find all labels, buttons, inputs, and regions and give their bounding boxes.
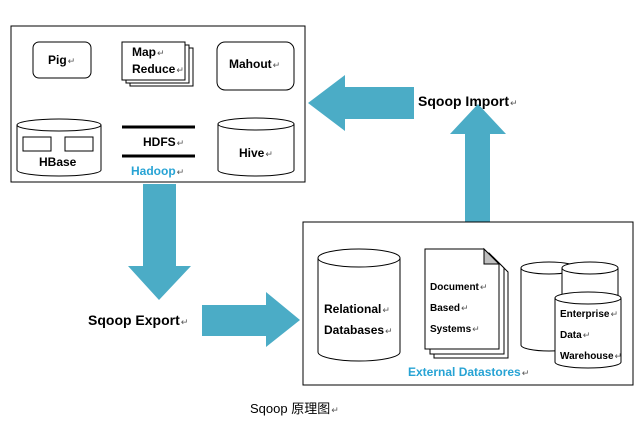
import-arrow-up xyxy=(450,104,506,222)
document-line2: Based xyxy=(430,303,461,314)
hdfs-label-text: HDFS xyxy=(143,135,176,149)
document-label: Document↵ Based↵ Systems↵ xyxy=(430,277,487,340)
mahout-label-text: Mahout xyxy=(229,57,272,71)
import-arrow-left xyxy=(308,75,414,131)
sqoop-export-label: Sqoop Export↵ xyxy=(88,312,188,328)
return-mark: ↵ xyxy=(614,351,623,361)
pig-box xyxy=(32,41,92,79)
warehouse-cylinder-back-right-top xyxy=(561,261,619,275)
return-mark: ↵ xyxy=(582,330,591,340)
sqoop-import-label: Sqoop Import↵ xyxy=(418,93,518,109)
warehouse-cylinder-front-top xyxy=(554,291,622,305)
warehouse-cylinder-front xyxy=(554,298,622,369)
enterprise-line1: Enterprise xyxy=(560,309,610,320)
mapreduce-line1: Map xyxy=(132,45,156,59)
return-mark: ↵ xyxy=(176,167,185,177)
hadoop-title-text: Hadoop xyxy=(131,164,176,178)
sqoop-export-text: Sqoop Export xyxy=(88,312,180,328)
mapreduce-line2: Reduce xyxy=(132,62,176,76)
hbase-label: HBase xyxy=(39,155,76,169)
hbase-cylinder-top xyxy=(16,118,102,132)
return-mark: ↵ xyxy=(472,324,480,334)
hbase-label-text: HBase xyxy=(39,155,77,169)
enterprise-line3: Warehouse xyxy=(560,351,614,362)
document-line3: Systems xyxy=(430,324,472,335)
return-mark: ↵ xyxy=(382,305,390,315)
pig-label: Pig↵ xyxy=(48,53,75,67)
relational-label: Relational↵ Databases↵ xyxy=(324,299,393,341)
relational-cylinder-top xyxy=(317,248,401,268)
return-mark: ↵ xyxy=(67,56,76,66)
relational-cylinder xyxy=(317,258,401,362)
return-mark: ↵ xyxy=(176,65,184,75)
return-mark: ↵ xyxy=(521,368,530,378)
return-mark: ↵ xyxy=(176,138,185,148)
relational-line1: Relational xyxy=(324,302,382,316)
figure-caption: Sqoop 原理图↵ xyxy=(250,398,339,417)
hive-label: Hive↵ xyxy=(239,146,273,160)
external-title-text: External Datastores xyxy=(408,365,521,379)
pig-label-text: Pig xyxy=(48,53,67,67)
figure-caption-text: Sqoop 原理图 xyxy=(250,401,331,416)
relational-line2: Databases xyxy=(324,323,385,337)
hive-cylinder-top xyxy=(217,117,295,131)
return-mark: ↵ xyxy=(461,303,469,313)
return-mark: ↵ xyxy=(180,317,189,327)
export-arrow-down xyxy=(128,184,191,300)
return-mark: ↵ xyxy=(157,48,165,58)
export-arrow-right xyxy=(202,292,300,347)
return-mark: ↵ xyxy=(510,98,518,108)
mapreduce-label: Map↵ Reduce↵ xyxy=(132,44,184,78)
hbase-cell-right xyxy=(64,136,94,152)
document-page-fold xyxy=(483,247,501,265)
external-title: External Datastores↵ xyxy=(408,365,529,379)
enterprise-line2: Data xyxy=(560,330,582,341)
document-line1: Document xyxy=(430,282,479,293)
hadoop-title: Hadoop↵ xyxy=(131,164,184,178)
return-mark: ↵ xyxy=(272,60,281,70)
hive-cylinder xyxy=(217,124,295,177)
enterprise-label: Enterprise↵ Data↵ Warehouse↵ xyxy=(560,304,622,367)
return-mark: ↵ xyxy=(331,405,339,415)
sqoop-import-text: Sqoop Import xyxy=(418,93,509,109)
hdfs-label: HDFS↵ xyxy=(143,135,184,149)
return-mark: ↵ xyxy=(479,282,488,292)
mahout-box xyxy=(216,41,295,91)
mahout-label: Mahout↵ xyxy=(229,57,280,71)
mapreduce-doc-front xyxy=(121,41,186,81)
return-mark: ↵ xyxy=(385,326,393,336)
return-mark: ↵ xyxy=(610,309,619,319)
document-page-front xyxy=(424,248,500,350)
return-mark: ↵ xyxy=(265,149,273,159)
hive-label-text: Hive xyxy=(239,146,265,160)
hbase-cell-left xyxy=(22,136,52,152)
